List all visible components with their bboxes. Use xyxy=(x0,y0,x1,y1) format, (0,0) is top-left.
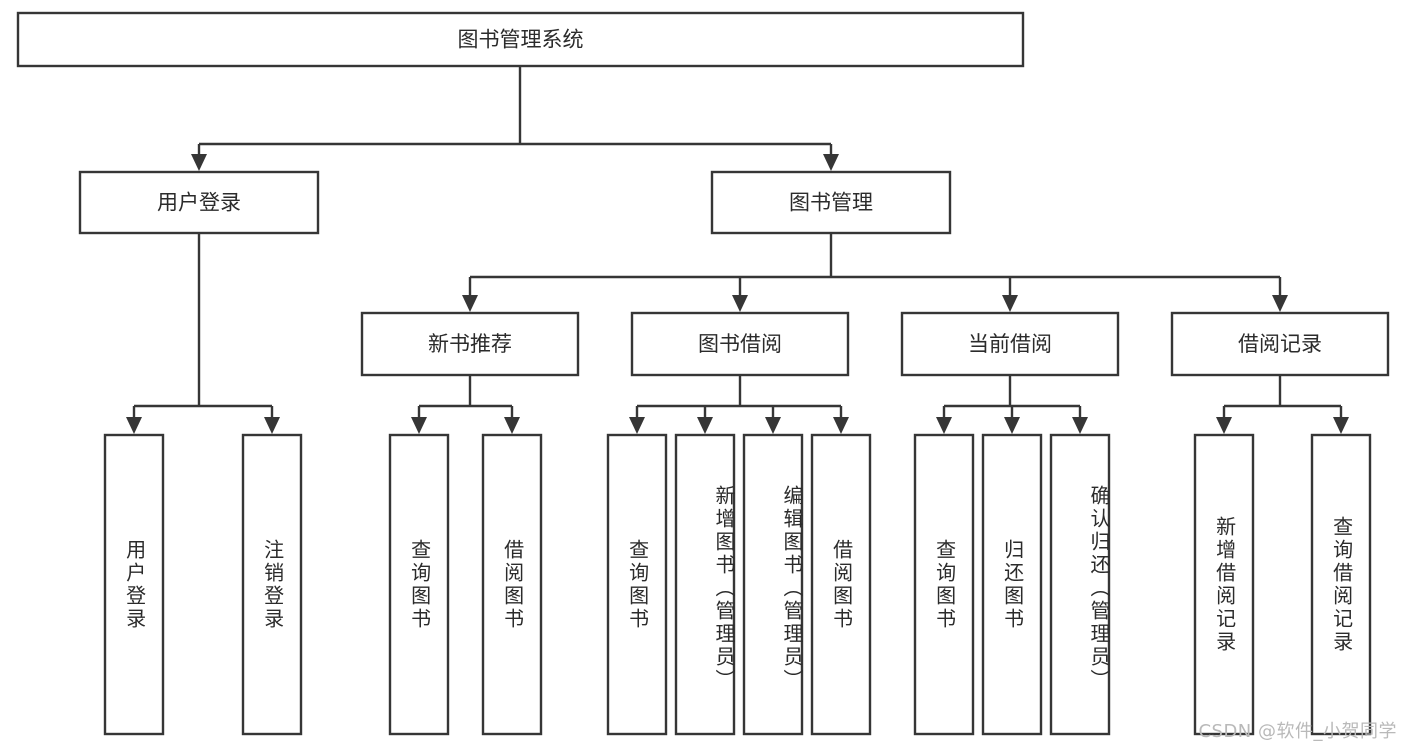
connector-bus-new-book-rec xyxy=(419,376,512,408)
node-leaf-user-login[interactable] xyxy=(103,433,165,736)
edge-book-manage-to-book-borrow xyxy=(732,277,748,312)
connector-bus-current-borrow xyxy=(944,376,1080,408)
node-leaf-logout[interactable] xyxy=(241,433,303,736)
edge-layer xyxy=(126,66,1349,434)
edge-user-login-to-leaf-user-login xyxy=(126,406,142,434)
edge-borrow-record-to-leaf-add-record xyxy=(1216,406,1232,434)
node-label-borrow-record: 借阅记录 xyxy=(1238,332,1322,356)
edge-book-manage-to-new-book-rec xyxy=(462,277,478,312)
node-leaf-query-record[interactable] xyxy=(1310,433,1372,736)
node-label-book-manage: 图书管理 xyxy=(789,191,873,215)
node-label-book-borrow: 图书借阅 xyxy=(698,332,782,356)
node-leaf-query-book-borrow[interactable] xyxy=(606,433,668,736)
node-label-current-borrow: 当前借阅 xyxy=(968,332,1052,356)
edge-book-manage-to-current-borrow xyxy=(1002,277,1018,312)
edge-book-borrow-to-leaf-query-book-borrow xyxy=(629,406,645,434)
edge-book-borrow-to-leaf-add-book xyxy=(697,406,713,434)
edge-new-book-rec-to-leaf-borrow-book-rec xyxy=(504,406,520,434)
node-label-new-book-rec: 新书推荐 xyxy=(428,332,512,356)
node-leaf-add-record[interactable] xyxy=(1193,433,1255,736)
node-current-borrow[interactable]: 当前借阅 xyxy=(900,311,1120,377)
watermark-text: CSDN @软件_小贺同学 xyxy=(1198,721,1397,742)
node-root[interactable]: 图书管理系统 xyxy=(16,11,1025,68)
edge-user-login-to-leaf-logout xyxy=(264,406,280,434)
node-new-book-rec[interactable]: 新书推荐 xyxy=(360,311,580,377)
node-book-manage[interactable]: 图书管理 xyxy=(710,170,952,235)
connector-bus-book-borrow xyxy=(637,376,841,408)
node-leaf-query-book-rec[interactable] xyxy=(388,433,450,736)
edge-current-borrow-to-leaf-return-book xyxy=(1004,406,1020,434)
node-leaf-return-book[interactable] xyxy=(981,433,1043,736)
edge-root-to-book-manage xyxy=(823,144,839,171)
node-label-root: 图书管理系统 xyxy=(458,28,584,52)
node-book-borrow[interactable]: 图书借阅 xyxy=(630,311,850,377)
node-leaf-borrow-book-rec[interactable] xyxy=(481,433,543,736)
edge-current-borrow-to-leaf-confirm-return xyxy=(1072,406,1088,434)
edge-borrow-record-to-leaf-query-record xyxy=(1333,406,1349,434)
node-user-login[interactable]: 用户登录 xyxy=(78,170,320,235)
connector-bus-user-login xyxy=(134,234,272,408)
edge-book-borrow-to-leaf-edit-book xyxy=(765,406,781,434)
connector-bus-root xyxy=(199,66,831,146)
node-leaf-add-book[interactable] xyxy=(674,433,736,736)
edge-book-borrow-to-leaf-borrow-book xyxy=(833,406,849,434)
node-leaf-query-book-cur[interactable] xyxy=(913,433,975,736)
edge-book-manage-to-borrow-record xyxy=(1272,277,1288,312)
edge-new-book-rec-to-leaf-query-book-rec xyxy=(411,406,427,434)
edge-current-borrow-to-leaf-query-book-cur xyxy=(936,406,952,434)
node-leaf-borrow-book[interactable] xyxy=(810,433,872,736)
edge-root-to-user-login xyxy=(191,144,207,171)
connector-bus-borrow-record xyxy=(1224,376,1341,408)
node-leaf-confirm-return[interactable] xyxy=(1049,433,1111,736)
node-label-user-login: 用户登录 xyxy=(157,191,241,215)
connector-bus-book-manage xyxy=(470,234,1280,279)
node-leaf-edit-book[interactable] xyxy=(742,433,804,736)
node-borrow-record[interactable]: 借阅记录 xyxy=(1170,311,1390,377)
